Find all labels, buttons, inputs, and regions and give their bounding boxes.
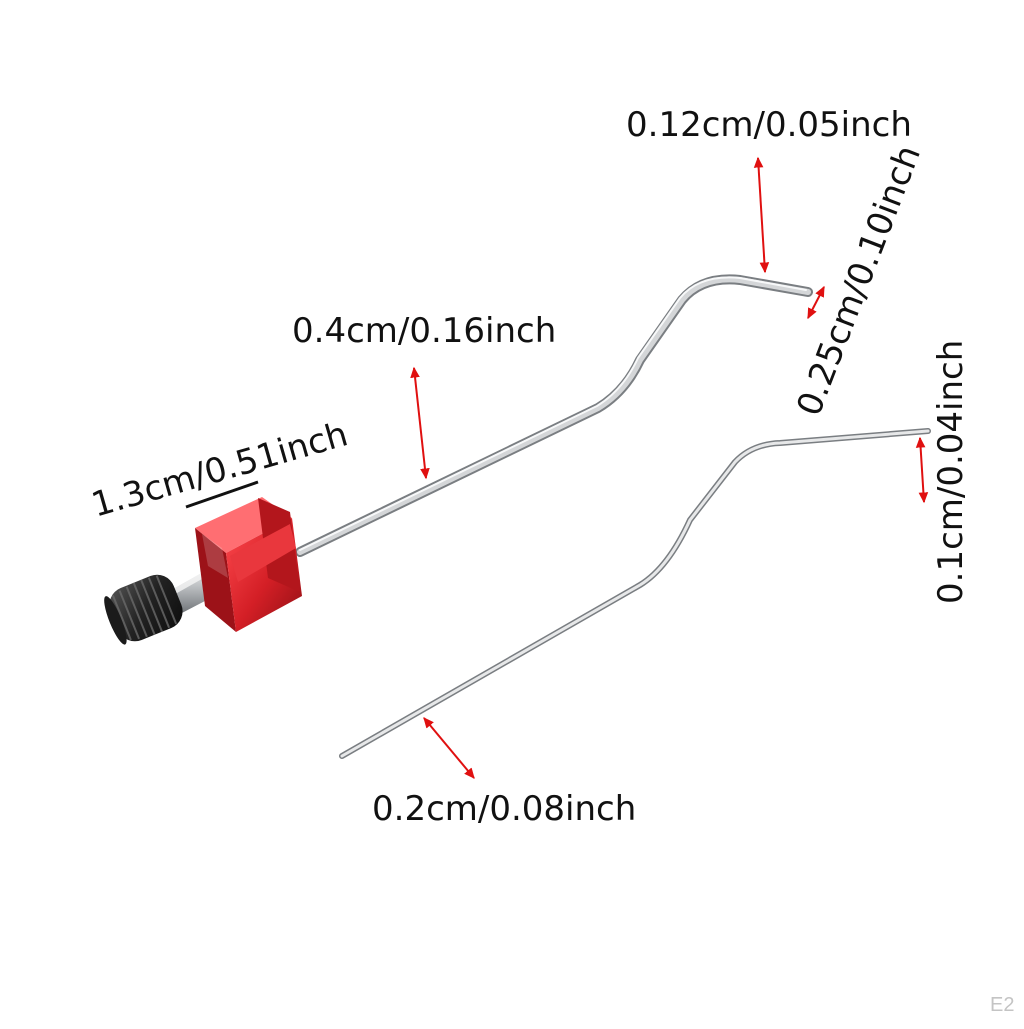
tip-length-arrow bbox=[753, 156, 770, 274]
clamp-width-line bbox=[185, 480, 259, 509]
dimension-markers bbox=[185, 156, 929, 779]
upper-rod bbox=[295, 274, 813, 557]
rod-thickness-arrow bbox=[410, 366, 430, 480]
knurled-knob bbox=[104, 574, 183, 645]
needle-tip-label: 0.1cm/0.04inch bbox=[931, 339, 971, 604]
needle-tip-arrow bbox=[915, 436, 929, 504]
tip-length-label: 0.12cm/0.05inch bbox=[626, 105, 912, 145]
red-clamp bbox=[195, 497, 302, 632]
needle-diameter-label: 0.2cm/0.08inch bbox=[372, 789, 637, 829]
needle-diameter-arrow bbox=[423, 717, 475, 779]
watermark: E2 bbox=[990, 994, 1015, 1016]
tip-height-arrow bbox=[807, 285, 825, 320]
rod-thickness-label: 0.4cm/0.16inch bbox=[292, 311, 557, 351]
lower-needle bbox=[339, 428, 931, 759]
